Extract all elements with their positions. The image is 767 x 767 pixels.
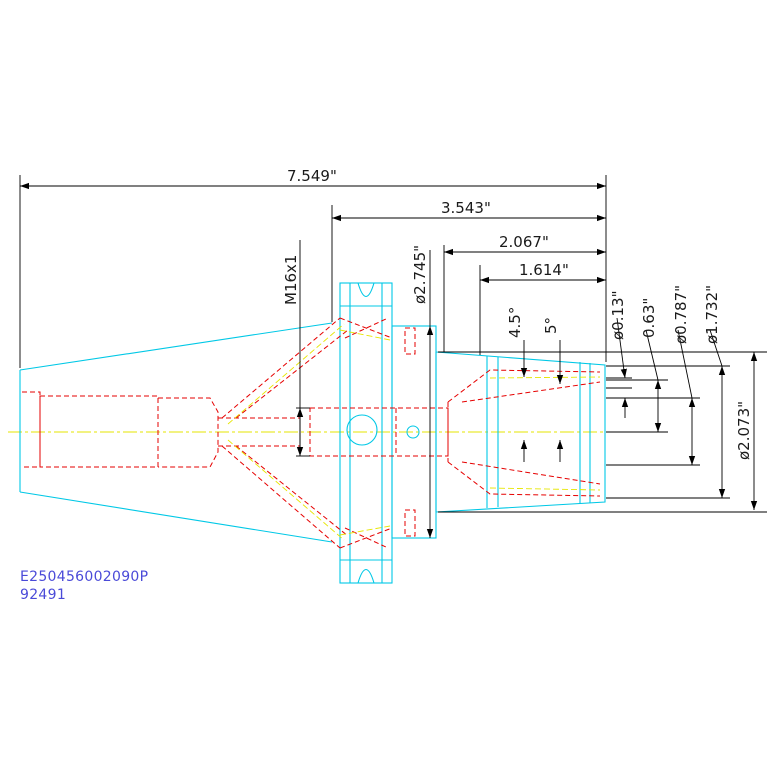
taper-angle-2-label: 5° bbox=[542, 317, 560, 334]
thread-label: M16x1 bbox=[282, 255, 300, 305]
tool-outline bbox=[19, 282, 606, 584]
flange-diameter-label: ø2.745" bbox=[411, 245, 429, 304]
port-circle bbox=[406, 425, 420, 439]
hidden-lines bbox=[22, 317, 601, 549]
bore-mid-label: 0.63" bbox=[640, 298, 658, 338]
taper-angle-1-label: 4.5° bbox=[506, 307, 524, 338]
flange-to-end-label: 3.543" bbox=[441, 199, 491, 217]
drawing-number: 92491 bbox=[20, 587, 67, 603]
bore-max-label: ø0.787" bbox=[672, 285, 690, 344]
nose-diameter-label: ø1.732" bbox=[703, 285, 721, 344]
construction-lines bbox=[227, 323, 601, 541]
body-length-label: 2.067" bbox=[499, 233, 549, 251]
body-diameter-label: ø2.073" bbox=[735, 401, 753, 460]
overall-length-label: 7.549" bbox=[287, 167, 337, 185]
bore-min-label: ø0.13" bbox=[609, 291, 627, 340]
part-number: E250456002090P bbox=[20, 569, 149, 585]
dimension-lines bbox=[19, 175, 767, 538]
nose-length-label: 1.614" bbox=[519, 261, 569, 279]
